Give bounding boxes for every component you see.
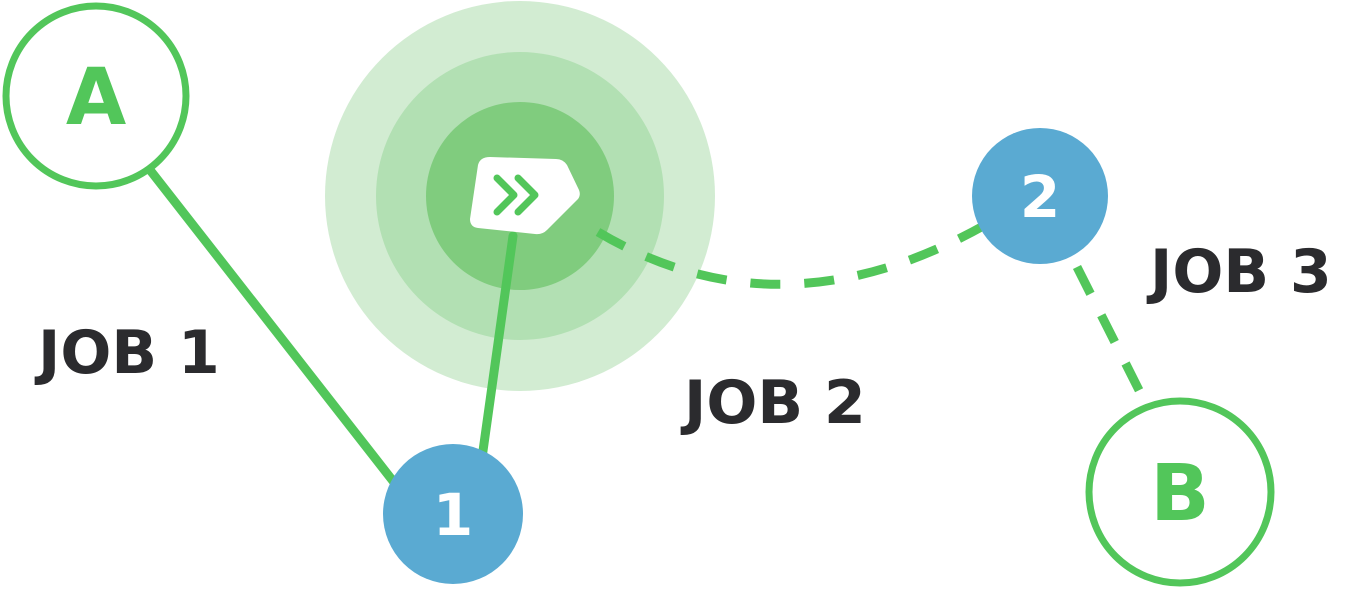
double-chevron-right-icon: [493, 174, 539, 216]
origin-node-ring: [2, 2, 190, 190]
stop-1-node: 1: [383, 444, 523, 584]
job-3-label: JOB 3: [1146, 237, 1332, 307]
job-2-label: JOB 2: [680, 368, 866, 438]
stop-1-label: 1: [433, 481, 473, 549]
stop-2-node: 2: [972, 128, 1108, 264]
origin-node: A: [2, 2, 190, 190]
stop-2-label: 2: [1020, 163, 1060, 231]
destination-node: B: [1085, 397, 1275, 587]
destination-node-ring: [1085, 397, 1275, 587]
job-1-path: [145, 165, 405, 495]
stop-2-badge: [972, 128, 1108, 264]
job-3-path: [1072, 264, 1153, 411]
stop-1-badge: [383, 444, 523, 584]
job-1-label: JOB 1: [34, 318, 220, 388]
vehicle-marker: [470, 157, 580, 235]
job-2-path: [595, 221, 988, 289]
destination-node-label: B: [1150, 449, 1209, 539]
origin-node-label: A: [66, 53, 126, 143]
vehicle-to-stop-1-path: [477, 231, 518, 463]
